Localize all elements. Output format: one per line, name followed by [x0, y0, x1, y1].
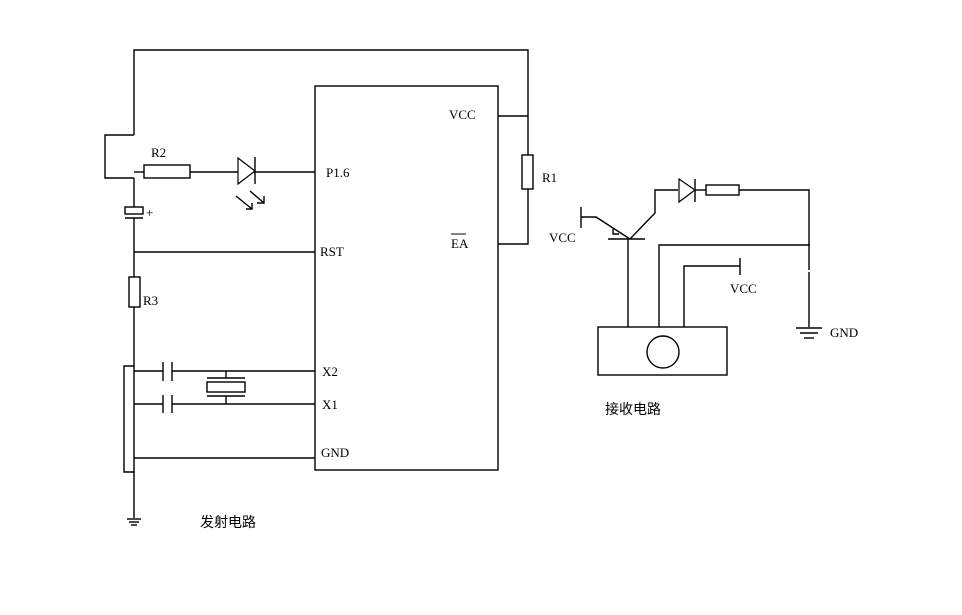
resistor-r3 [128, 276, 141, 308]
electrolytic-capacitor-icon [124, 206, 144, 219]
transistor-icon [580, 189, 678, 240]
receiver-title: 接收电路 [605, 401, 661, 418]
pin-gnd-label: GND [321, 445, 349, 460]
sensor-icon [646, 335, 680, 369]
pin-vcc-label: VCC [449, 107, 476, 122]
resistor [705, 184, 740, 196]
resistor-r1 [521, 154, 534, 190]
ea-wire [498, 189, 529, 245]
r3-label: R3 [143, 293, 158, 308]
resistor-r2 [143, 164, 191, 179]
transistor-vcc-label: VCC [549, 230, 576, 245]
capacitor-polarity-label: + [146, 205, 153, 220]
ground-rail-outline [123, 365, 134, 473]
transmitter-title: 发射电路 [200, 515, 256, 531]
r1-label: R1 [542, 170, 557, 185]
wire [658, 244, 810, 327]
r2-label: R2 [151, 145, 166, 160]
switch-loop [104, 134, 134, 179]
led-icon [235, 156, 265, 210]
top-supply-wire [133, 49, 529, 155]
pin-ea-label: EA [451, 236, 469, 251]
pin-x2-label: X2 [322, 364, 338, 379]
module-vcc-label: VCC [730, 281, 757, 296]
ground-icon [796, 327, 822, 339]
crystal-oscillator-icon [206, 371, 246, 404]
gnd-label: GND [830, 325, 858, 340]
ground-icon [127, 518, 141, 526]
pin-rst-label: RST [320, 244, 344, 259]
wire [739, 189, 810, 270]
pin-x1-label: X1 [322, 397, 338, 412]
transmitter-circuit: VCC P1.6 RST EA X2 X1 GND R1 R2 R3 + 发射电… [104, 49, 557, 531]
receiver-circuit: VCC VCC GND 接收电路 [549, 177, 858, 418]
receiver-module [597, 326, 728, 376]
pin-p16-label: P1.6 [326, 165, 350, 180]
microcontroller-chip [314, 85, 499, 471]
diode-icon [678, 177, 697, 204]
vcc-wire [683, 265, 740, 327]
